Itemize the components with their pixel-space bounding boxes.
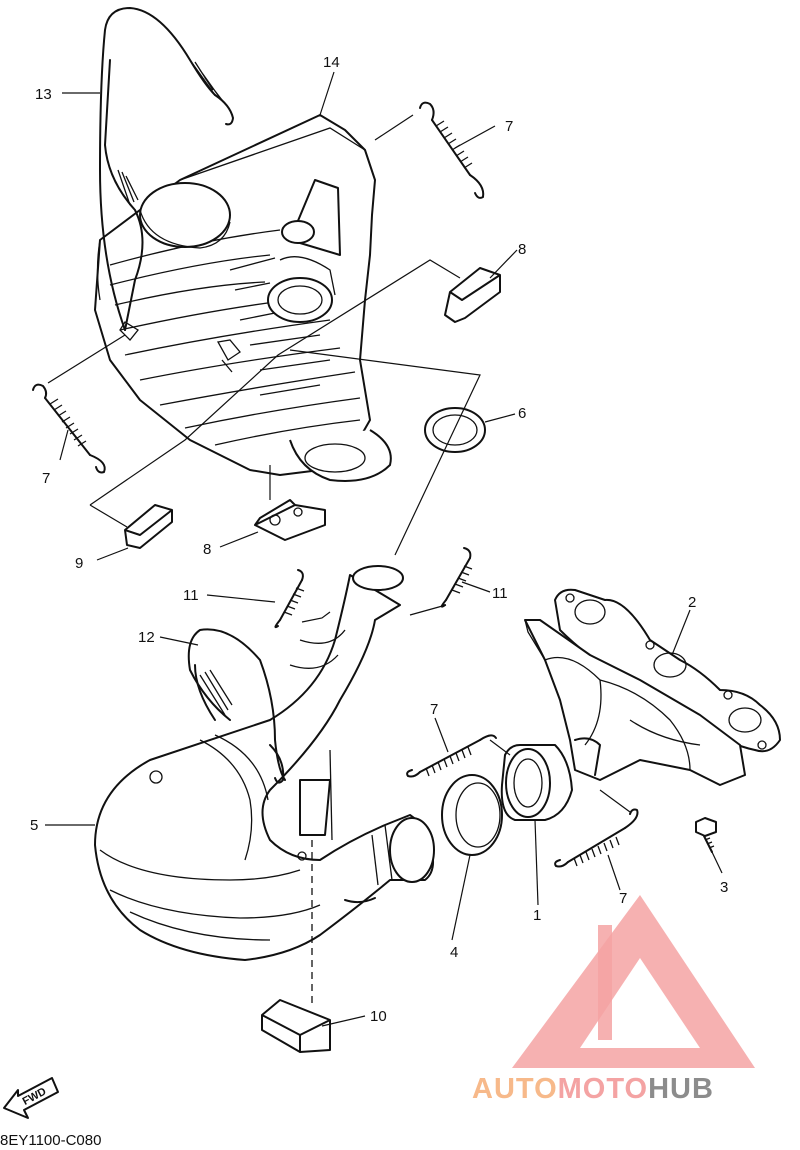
callout-7-middle: 7 [430, 701, 438, 718]
pipe-band-12 [187, 628, 286, 784]
spring-7-lower-right [554, 808, 639, 868]
spring-7-left [32, 383, 106, 474]
watermark-triangle [512, 895, 755, 1068]
callout-6: 6 [518, 405, 526, 422]
callout-1: 1 [533, 907, 541, 924]
fwd-arrow-icon: FWD [3, 1077, 59, 1119]
spring-11-right [440, 547, 473, 608]
svg-text:AUTOMOTOHUB: AUTOMOTOHUB [472, 1073, 714, 1105]
callout-4: 4 [450, 944, 458, 961]
callout-5: 5 [30, 817, 38, 834]
callout-8-lower: 8 [203, 541, 211, 558]
callout-12: 12 [138, 629, 155, 646]
callout-13: 13 [35, 86, 52, 103]
spring-7-top [419, 101, 485, 199]
bolt-3 [695, 817, 717, 853]
gasket-ring-6 [424, 407, 486, 453]
watermark-moto: MOTO [558, 1073, 648, 1105]
callout-11-left: 11 [183, 587, 199, 604]
spring-11-left [274, 569, 305, 629]
damper-8-upper [444, 267, 501, 323]
callout-labels: 1 2 3 4 5 6 7 7 7 7 8 8 9 10 11 11 12 13… [30, 54, 728, 1025]
drawing-code: 8EY1100-C080 [0, 1132, 101, 1149]
watermark-hub: HUB [648, 1073, 714, 1105]
callout-2: 2 [688, 594, 696, 611]
watermark-auto: AUTO [472, 1073, 558, 1105]
callout-7-lower: 7 [619, 890, 627, 907]
exhaust-manifold [524, 619, 746, 786]
spring-7-middle [406, 734, 497, 778]
callout-10: 10 [370, 1008, 387, 1025]
damper-8-lower [254, 499, 326, 541]
callout-8-upper: 8 [518, 241, 526, 258]
callout-14: 14 [323, 54, 340, 71]
muffler-spring-hook-center [216, 339, 241, 373]
damper-9 [124, 504, 173, 549]
collar-gasket-4 [441, 774, 503, 856]
callout-11-right: 11 [492, 585, 508, 602]
muffler-band-13 [99, 7, 234, 331]
leader-lines [45, 71, 723, 1027]
callout-7-top: 7 [505, 118, 513, 135]
watermark-logo: AUTOMOTOHUB [472, 895, 755, 1105]
callout-9: 9 [75, 555, 83, 572]
manifold-joint-1 [500, 744, 573, 821]
watermark-triangle-inner [598, 925, 612, 1040]
callout-3: 3 [720, 879, 728, 896]
muffler-body [94, 114, 392, 482]
callout-7-left: 7 [42, 470, 50, 487]
damper-10 [261, 999, 331, 1053]
exhaust-chamber-5 [94, 565, 435, 961]
